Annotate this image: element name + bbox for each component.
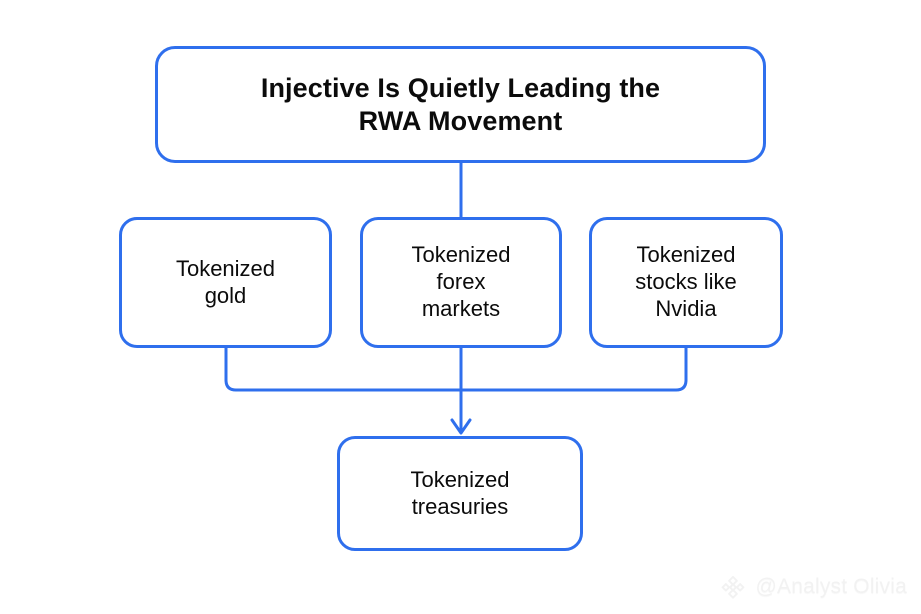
watermark: @Analyst Olivia: [720, 574, 907, 600]
node-tokenized-gold-label: Tokenized gold: [175, 255, 276, 308]
node-tokenized-forex-markets[interactable]: Tokenized forex markets: [360, 217, 562, 348]
node-tokenized-treasuries[interactable]: Tokenized treasuries: [337, 436, 583, 551]
arrowhead-icon: [450, 418, 472, 435]
node-tokenized-treasuries-label: Tokenized treasuries: [410, 466, 510, 519]
node-tokenized-forex-markets-label: Tokenized forex markets: [411, 242, 511, 321]
edge-gold-to-treasuries: [224, 348, 461, 392]
edge-stocks-to-treasuries: [461, 348, 688, 392]
node-tokenized-gold[interactable]: Tokenized gold: [119, 217, 332, 348]
node-tokenized-stocks-nvidia[interactable]: Tokenized stocks like Nvidia: [589, 217, 783, 348]
node-title-label: Injective Is Quietly Leading the RWA Mov…: [260, 72, 661, 136]
node-tokenized-stocks-nvidia-label: Tokenized stocks like Nvidia: [635, 242, 737, 321]
binance-diamond-icon: [722, 575, 745, 599]
node-title[interactable]: Injective Is Quietly Leading the RWA Mov…: [155, 46, 766, 163]
watermark-handle: @Analyst Olivia: [755, 575, 907, 598]
